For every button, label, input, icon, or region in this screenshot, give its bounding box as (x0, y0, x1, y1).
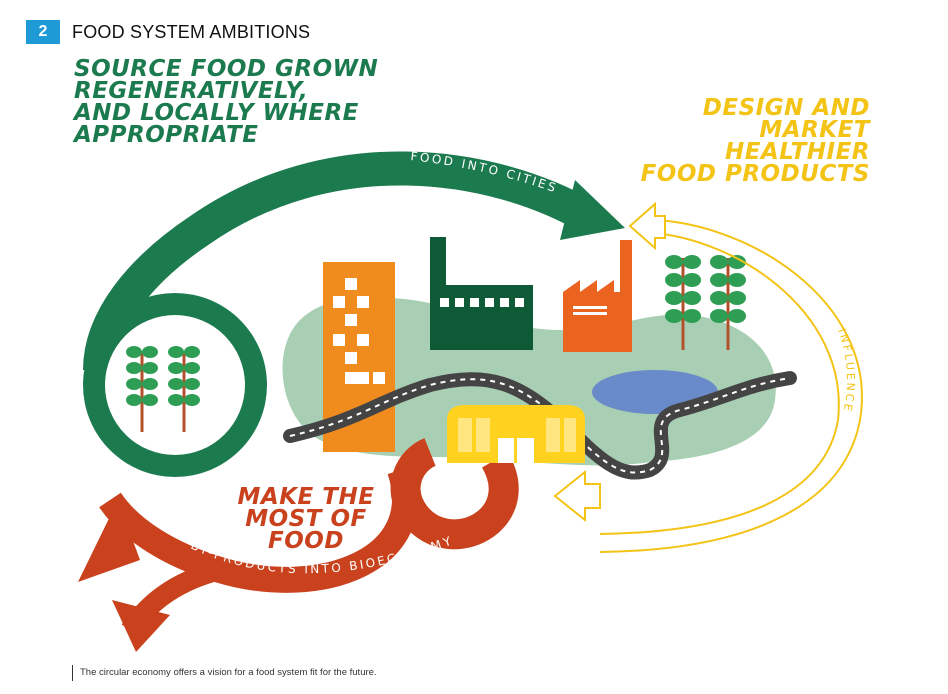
industrial-factory-icon (563, 240, 632, 352)
heading-source-food: SOURCE FOOD GROWN REGENERATIVELY, AND LO… (74, 56, 379, 148)
tree-icon (665, 255, 701, 350)
section-number-badge: 2 (26, 20, 60, 44)
factory-icon (430, 237, 533, 350)
tree-icon (126, 346, 158, 432)
heading-design-market: DESIGN AND MARKET HEALTHIER FOOD PRODUCT… (640, 95, 870, 187)
figure-caption: The circular economy offers a vision for… (80, 667, 377, 678)
tree-icon (710, 255, 746, 350)
red-arrow-by-products (78, 438, 519, 652)
heading-make-most-of-food: MAKE THE MOST OF FOOD (237, 484, 375, 554)
market-hall-icon (447, 405, 585, 463)
yellow-arrows-influence (553, 201, 863, 553)
tree-icon (168, 346, 200, 432)
caption-divider (72, 665, 73, 681)
road-icon (283, 371, 797, 480)
land-area (282, 297, 776, 466)
section-title: FOOD SYSTEM AMBITIONS (72, 22, 311, 42)
